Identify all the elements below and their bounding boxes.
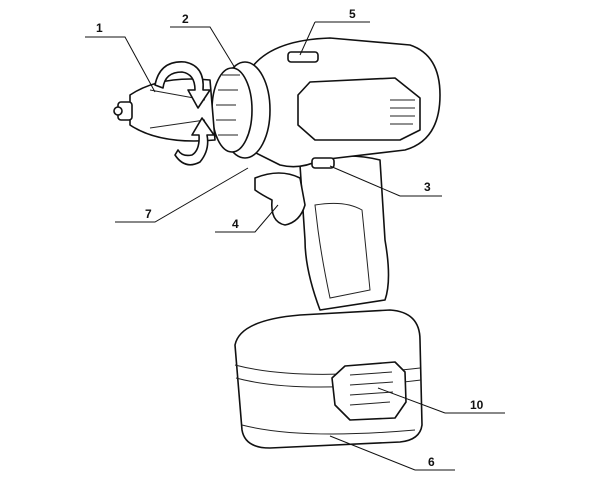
callout-label-5: 5 [349,7,356,21]
callout-label-2: 2 [182,12,189,26]
battery-pack [234,309,423,449]
motor-housing [249,37,441,169]
rotation-arrows-icon [154,61,215,166]
callout-label-3: 3 [424,180,431,194]
handle [299,155,390,311]
trigger [254,172,306,226]
callout-label-4: 4 [232,217,239,231]
callout-label-10: 10 [470,398,484,412]
forward-reverse-button [311,157,335,169]
callout-label-7: 7 [145,207,152,221]
leader-lines [85,21,505,471]
direction-switch [287,51,319,63]
callout-label-6: 6 [428,455,435,469]
torque-collar [211,61,271,159]
callout-label-1: 1 [96,21,103,35]
